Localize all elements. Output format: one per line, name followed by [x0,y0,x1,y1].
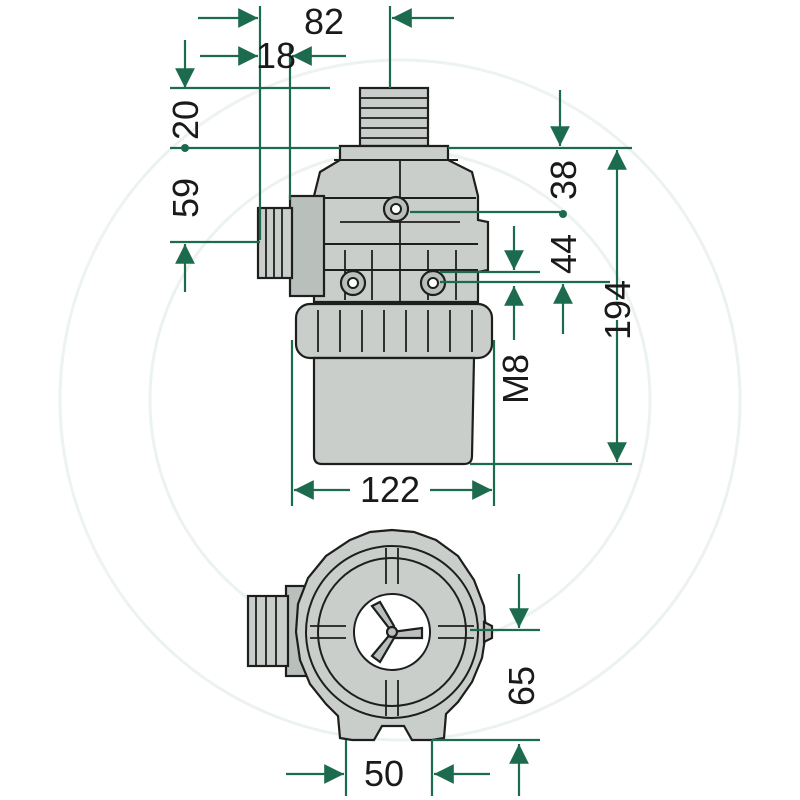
filter-bowl [312,356,476,466]
dimension-lines [170,6,632,796]
side-knob [482,620,494,644]
center-opening [353,593,431,671]
dim-label-65: 65 [501,666,542,706]
filter-head [312,144,490,304]
dim-label-82: 82 [304,1,344,42]
bowl-collar [294,302,494,360]
dim-label-122: 122 [360,469,420,510]
dim-label-38: 38 [543,160,584,200]
dim-label-50: 50 [364,753,404,794]
filter-top-view [246,528,494,742]
mounting-boss-right [419,269,447,297]
dim-label-20: 20 [165,100,206,140]
top-thread-nipple [358,86,430,148]
side-inlet-fitting [256,194,326,298]
dim-label-59: 59 [165,178,206,218]
dimension-labels: 82 18 20 59 38 44 194 M8 122 65 50 [165,1,638,794]
dim-label-194: 194 [597,280,638,340]
filter-side-view [256,86,494,466]
mounting-boss-left [339,269,367,297]
mounting-boss-top [382,195,410,223]
cross-ribs [310,548,474,716]
dim-label-44: 44 [543,234,584,274]
dim-label-m8: M8 [495,354,536,404]
dim-label-18: 18 [256,35,296,76]
